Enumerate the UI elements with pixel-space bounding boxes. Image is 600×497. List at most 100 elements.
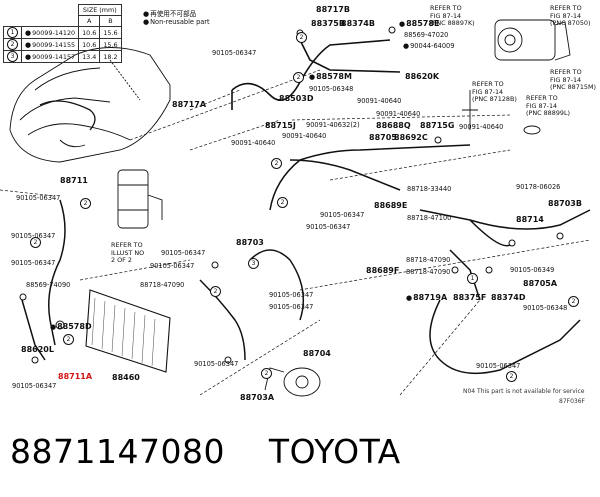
part-callout[interactable]: 88718-47090 [406, 256, 451, 264]
part-callout[interactable]: 90105-06347 [194, 360, 239, 368]
part-callout[interactable]: 88620K [405, 72, 440, 81]
part-callout[interactable]: 88375B [311, 19, 345, 28]
size-ref-circle: 2 [296, 32, 307, 43]
size-ref-circle: 2 [293, 72, 304, 83]
size-ref-circle: 2 [506, 371, 517, 382]
highlighted-part-number[interactable]: 88711A [58, 372, 93, 381]
part-callout[interactable]: 88717B [316, 5, 350, 14]
part-callout[interactable]: 90105-06347 [150, 262, 195, 270]
part-callout[interactable]: 88692C [394, 133, 428, 142]
part-callout[interactable]: 90091-40640 [282, 132, 327, 140]
size-ref-circle: 2 [210, 286, 221, 297]
refer-to-note[interactable]: REFER TO FIG 87-14 (PNC 88899L) [526, 94, 571, 118]
part-callout[interactable]: 90105-06347 [11, 232, 56, 240]
part-callout[interactable]: 88569-74090 [26, 281, 71, 289]
refer-to-note[interactable]: REFER TO FIG 87-14 (PNC 88715M) [550, 68, 596, 92]
part-callout[interactable]: 90105-06347 [476, 362, 521, 370]
size-ref-circle: 2 [271, 158, 282, 169]
part-callout[interactable]: 90105-06347 [269, 291, 314, 299]
size-table-subheader: A B [4, 15, 122, 27]
table-row: 3 90099-14157 13.4 18.2 [3, 50, 122, 63]
part-callout[interactable]: 88569-47020 [404, 31, 449, 39]
part-callout[interactable]: 88714 [516, 215, 544, 224]
size-table-header: SIZE (mm) [4, 4, 122, 16]
size-ref-circle: 1 [467, 273, 478, 284]
part-callout[interactable]: 90091-40640 [231, 139, 276, 147]
part-callout[interactable]: 88715G [420, 121, 455, 130]
part-callout[interactable]: 88718-47100 [407, 214, 452, 222]
size-ref-circle: 2 [261, 368, 272, 379]
size-ref-circle: 2 [80, 198, 91, 209]
part-callout[interactable]: 88711 [60, 176, 88, 185]
size-table: SIZE (mm) A B 1 90099-14120 10.6 15.6 2 … [3, 4, 122, 63]
part-callout[interactable]: 88718-33440 [407, 185, 452, 193]
service-note: N04 This part is not available for servi… [463, 388, 585, 395]
part-callout[interactable]: 90105-06347 [212, 49, 257, 57]
part-callout[interactable]: 90105-06348 [309, 85, 354, 93]
part-callout[interactable]: 88718-47090 [406, 268, 451, 276]
part-callout[interactable]: 88705A [523, 279, 558, 288]
part-callout[interactable]: 90105-06347 [16, 194, 61, 202]
table-row: 1 90099-14120 10.6 15.6 [3, 26, 122, 39]
table-row: 2 90099-14155 10.6 15.6 [3, 38, 122, 51]
compressor-sketch [462, 19, 571, 135]
size-ref-circle: 2 [63, 334, 74, 345]
pipe-upper [231, 39, 401, 110]
part-callout[interactable]: 90105-06347 [12, 382, 57, 390]
part-callout[interactable]: 88703 [236, 238, 264, 247]
row-part: 90099-14155 [20, 38, 80, 51]
part-callout[interactable]: 90091-40640 [459, 123, 504, 131]
part-callout[interactable]: 90091-40640 [357, 97, 402, 105]
condenser-sketch [85, 289, 171, 373]
part-callout[interactable]: 88375F [453, 293, 487, 302]
part-callout[interactable]: 90091-40632(2) [306, 121, 360, 129]
part-callout[interactable]: 90044-64009 [403, 42, 454, 50]
part-callout[interactable]: 90105-06347 [161, 249, 206, 257]
part-callout[interactable]: 90105-06349 [510, 266, 555, 274]
diagram-linework [0, 19, 591, 397]
part-callout[interactable]: 88689F [366, 266, 400, 275]
part-callout[interactable]: 90091-40640 [376, 110, 421, 118]
lower-compressor-sketch [264, 367, 321, 397]
part-callout[interactable]: 88703B [548, 199, 582, 208]
row-b: 15.6 [99, 38, 122, 51]
part-callout[interactable]: 88703A [240, 393, 275, 402]
part-callout[interactable]: 88460 [112, 373, 140, 382]
row-no: 3 [3, 50, 22, 63]
part-callout[interactable]: 88704 [303, 349, 331, 358]
row-a: 13.4 [78, 50, 101, 63]
page-caption: 8871147080 TOYOTA [10, 432, 401, 471]
part-callout[interactable]: 88503D [279, 94, 314, 103]
accumulator-sketch [117, 169, 163, 229]
part-callout[interactable]: 90178-06026 [516, 183, 561, 191]
refer-to-note[interactable]: REFER TO FIG 87-14 (PNC 87050) [550, 4, 591, 28]
part-callout[interactable]: 88705 [369, 133, 397, 142]
row-a: 10.6 [78, 38, 101, 51]
part-callout[interactable]: 88715J [265, 121, 296, 130]
part-callout[interactable]: 90105-06347 [269, 303, 314, 311]
part-callout[interactable]: 88578E [399, 19, 439, 29]
legend-jp: 再使用不可部品 [143, 8, 196, 18]
refer-to-note[interactable]: REFER TO ILLUST NO 2 OF 2 [111, 241, 145, 265]
size-table-title: SIZE (mm) [78, 4, 122, 16]
part-callout[interactable]: 90105-06348 [523, 304, 568, 312]
part-callout[interactable]: 88718-47090 [140, 281, 185, 289]
part-callout[interactable]: 88578D [50, 322, 91, 332]
part-callout[interactable]: 90105-06347 [306, 223, 351, 231]
part-callout[interactable]: 88717A [172, 100, 207, 109]
part-callout[interactable]: 88620L [21, 345, 54, 354]
refer-to-note[interactable]: REFER TO FIG 87-14 (PNC 87128B) [472, 80, 517, 104]
part-callout[interactable]: 88578M [309, 72, 352, 82]
vehicle-sketch [9, 47, 171, 163]
part-callout[interactable]: 88374D [491, 293, 526, 302]
size-col-a: A [78, 15, 101, 27]
figure-code: 87F036F [559, 398, 585, 405]
refer-to-note[interactable]: REFER TO FIG 87-14 (PNC 88897K) [430, 4, 475, 28]
part-callout[interactable]: 90105-06347 [320, 211, 365, 219]
part-callout[interactable]: 88374B [341, 19, 375, 28]
part-callout[interactable]: 88688Q [376, 121, 411, 130]
part-callout[interactable]: 88689E [374, 201, 408, 210]
part-callout[interactable]: 90105-06347 [11, 259, 56, 267]
part-callout[interactable]: 88719A [406, 293, 447, 303]
